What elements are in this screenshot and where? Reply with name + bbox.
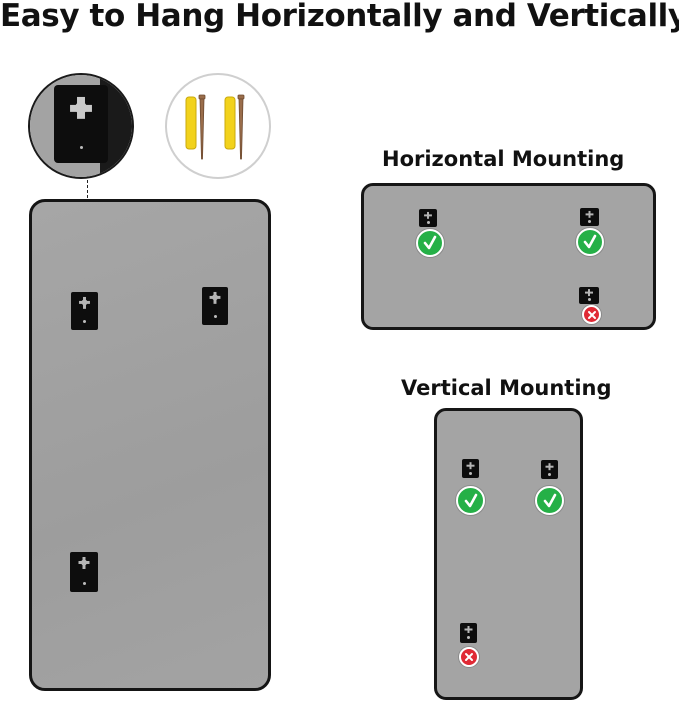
wall-anchor-icon (185, 96, 236, 150)
mounting-bracket-icon (54, 85, 108, 163)
keyhole-icon (70, 96, 92, 119)
screws-and-anchors (185, 94, 245, 160)
mirror-bracket-top-left (71, 292, 98, 330)
mirror-bracket-bottom (70, 552, 98, 592)
horizontal-mirror-panel (361, 183, 656, 330)
vertical-bracket-right (541, 460, 558, 479)
horizontal-bracket-left (419, 209, 437, 227)
check-mark-icon (416, 229, 444, 257)
screw-icon (198, 94, 245, 160)
cross-icon (459, 647, 479, 667)
horizontal-bracket-bottom (579, 287, 599, 304)
horizontal-bracket-right (580, 208, 599, 226)
cross-icon (582, 305, 601, 324)
mirror-bracket-top-right (202, 287, 228, 325)
check-mark-icon (576, 228, 604, 256)
vertical-mirror-panel (434, 408, 583, 700)
bracket-zoom-circle (28, 73, 134, 179)
vertical-mounting-label: Vertical Mounting (401, 376, 612, 400)
page-title: Easy to Hang Horizontally and Vertically (0, 0, 679, 34)
vertical-bracket-bottom (460, 623, 477, 643)
check-mark-icon (535, 486, 564, 515)
mirror-main (29, 199, 271, 691)
vertical-bracket-left (462, 459, 479, 478)
hardware-zoom-circle (165, 73, 271, 179)
horizontal-mounting-label: Horizontal Mounting (382, 147, 625, 171)
check-mark-icon (456, 486, 485, 515)
